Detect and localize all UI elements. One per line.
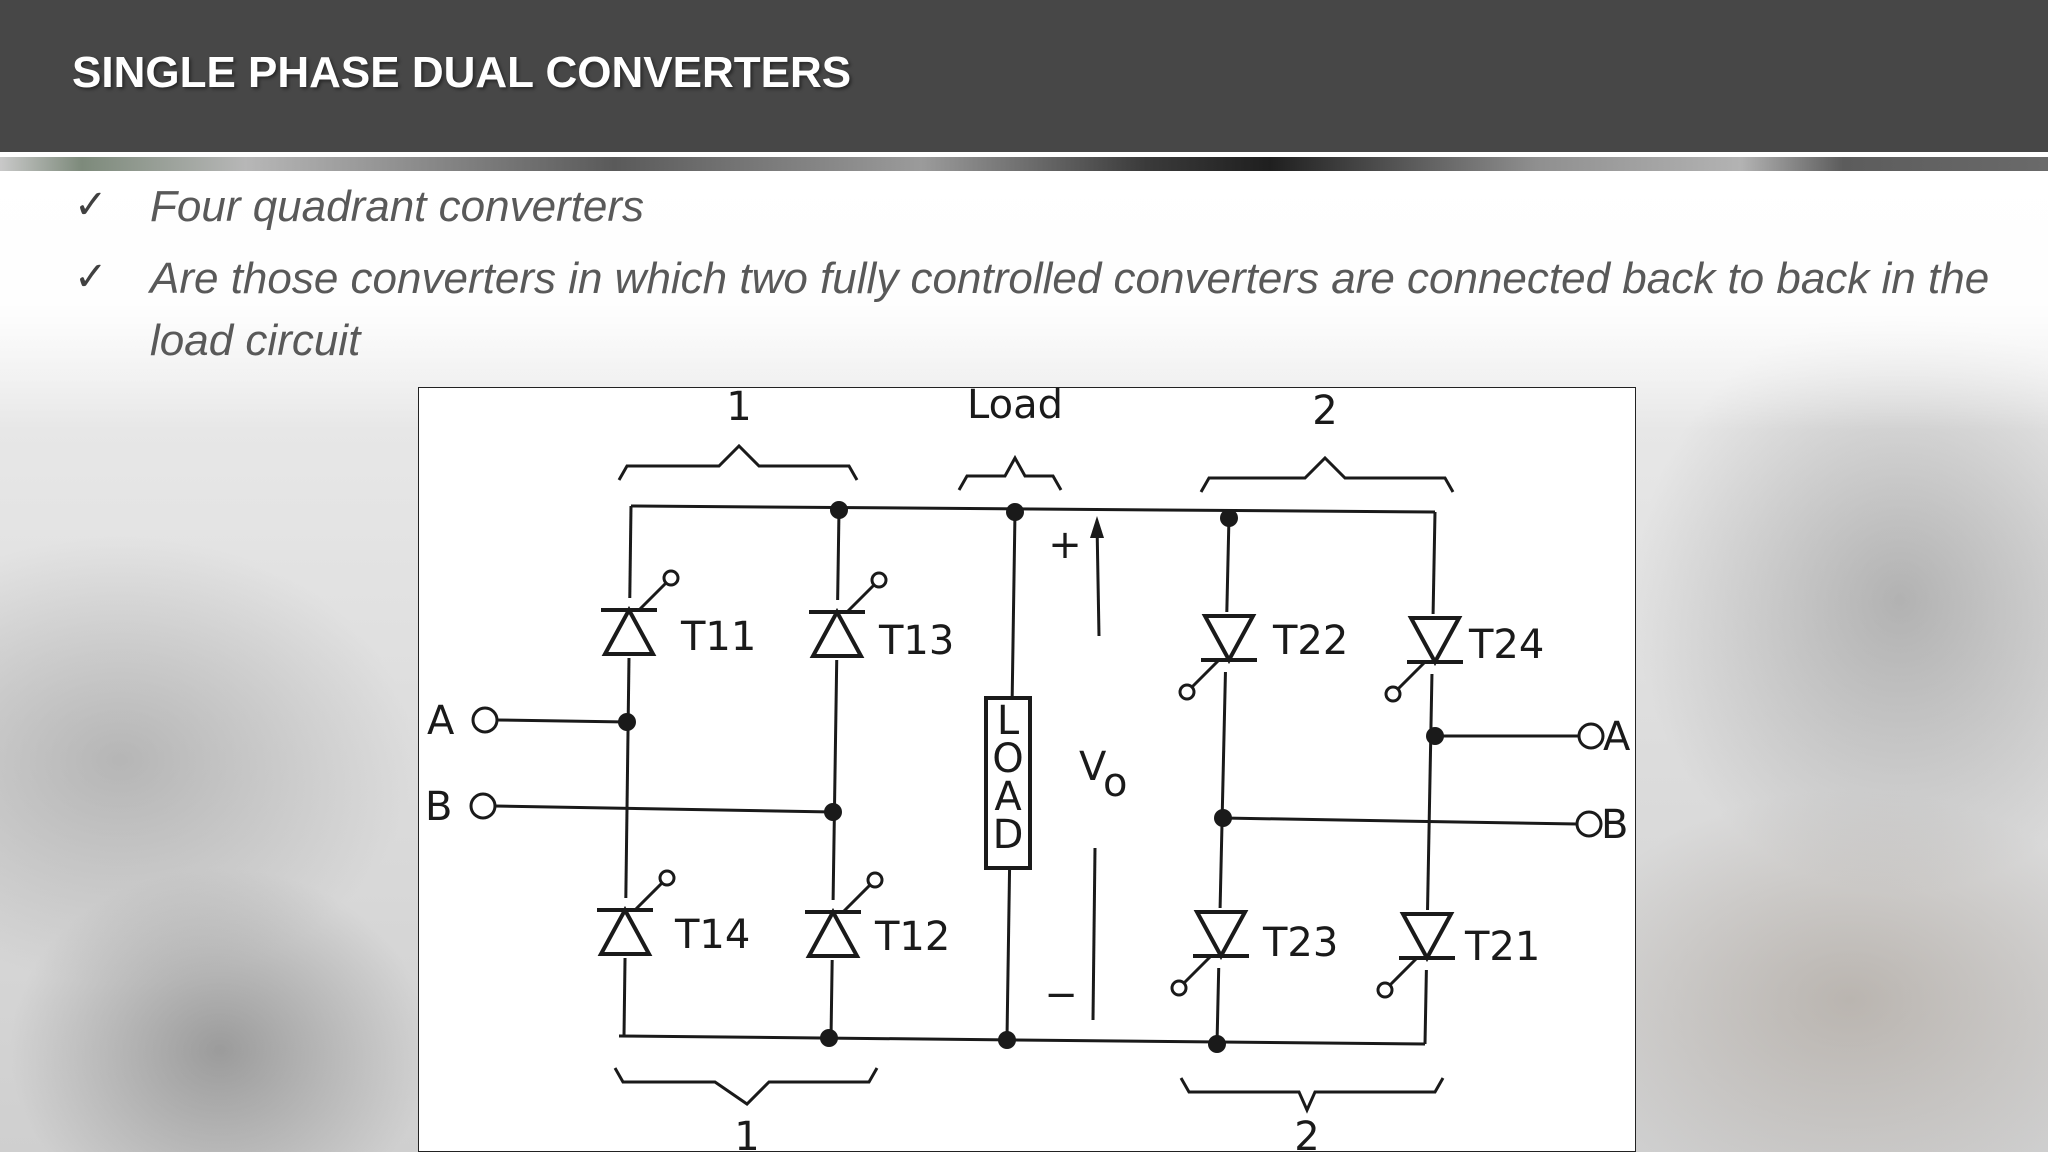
dual-converter-circuit-diagram: 1 Load 2 1 2 L O A D + − V o — [418, 387, 1636, 1152]
vo-subscript: o — [1103, 760, 1127, 806]
terminal-a-right — [1577, 722, 1605, 750]
brace-converter2-bottom — [1179, 1077, 1445, 1114]
vo-symbol: V — [1079, 744, 1107, 790]
junction-dot — [824, 803, 842, 821]
thyristor-t11 — [599, 569, 680, 658]
vo-arrow-head — [1090, 516, 1104, 538]
checkmark-icon: ✓ — [74, 182, 108, 228]
junction-dot — [618, 713, 636, 731]
junction-dot — [1426, 727, 1444, 745]
bullet-text: Four quadrant converters — [150, 182, 645, 231]
load-letter: A — [994, 774, 1022, 820]
junction-dot — [830, 501, 848, 519]
wire-a-left — [496, 718, 628, 724]
title-bar: SINGLE PHASE DUAL CONVERTERS — [0, 0, 2048, 152]
header-image-strip — [0, 157, 2048, 171]
thyristor-t22 — [1178, 612, 1259, 701]
junction-dot — [1220, 509, 1238, 527]
slide-title: SINGLE PHASE DUAL CONVERTERS — [72, 48, 852, 97]
bullet-text: Are those converters in which two fully … — [150, 254, 1990, 365]
checkmark-icon: ✓ — [74, 254, 108, 300]
brace-converter1-bottom — [613, 1067, 879, 1106]
thyristor-label-t12: T12 — [874, 914, 950, 960]
vo-arrow-line-bottom — [1091, 847, 1097, 1021]
bullet-item: ✓ Four quadrant converters — [72, 176, 2002, 238]
junction-dot — [998, 1031, 1016, 1049]
junction-dot — [820, 1029, 838, 1047]
negative-rail — [618, 1034, 1426, 1046]
thyristor-label-t21: T21 — [1464, 924, 1540, 970]
vo-minus-sign: − — [1044, 972, 1078, 1018]
terminal-label-b-right: B — [1601, 802, 1628, 848]
bullet-item: ✓ Are those converters in which two full… — [72, 248, 2002, 372]
thyristor-t23 — [1170, 908, 1251, 997]
terminal-a-left — [471, 706, 499, 734]
thyristor-label-t13: T13 — [878, 618, 954, 664]
positive-rail — [630, 504, 1436, 514]
vo-arrow-line-top — [1095, 522, 1101, 637]
thyristor-label-t23: T23 — [1262, 920, 1338, 966]
brace-converter2-top — [1199, 455, 1455, 493]
vo-plus-sign: + — [1048, 522, 1082, 568]
terminal-label-b-left: B — [425, 784, 452, 830]
thyristor-label-t14: T14 — [674, 912, 750, 958]
thyristor-t21 — [1376, 910, 1457, 999]
thyristor-label-t22: T22 — [1272, 618, 1348, 664]
terminal-label-a-right: A — [1603, 714, 1631, 760]
terminal-label-a-left: A — [427, 698, 455, 744]
load-letter: O — [992, 736, 1023, 782]
junction-dot — [1214, 809, 1232, 827]
bullet-list: ✓ Four quadrant converters ✓ Are those c… — [72, 176, 2002, 372]
junction-dot — [1006, 503, 1024, 521]
title-divider — [0, 152, 2048, 157]
load-resistor — [984, 696, 1032, 870]
circuit-svg: 1 Load 2 1 2 L O A D + − V o — [425, 388, 1631, 1152]
load-letter: D — [993, 812, 1024, 858]
wire-b-right — [1222, 816, 1578, 826]
terminal-b-left — [469, 792, 497, 820]
thyristor-t13 — [807, 571, 888, 660]
group-label-load: Load — [967, 388, 1063, 428]
content-backdrop — [0, 170, 2048, 430]
thyristor-t24 — [1384, 614, 1465, 703]
thyristor-t14 — [595, 869, 676, 958]
group-label-converter2-bottom: 2 — [1294, 1114, 1319, 1152]
load-letter: L — [997, 698, 1020, 744]
group-label-converter2-top: 2 — [1312, 388, 1337, 434]
group-label-converter1-top: 1 — [726, 388, 751, 430]
thyristor-label-t24: T24 — [1468, 622, 1544, 668]
terminal-b-right — [1575, 810, 1603, 838]
wire-b-left — [494, 804, 834, 814]
thyristor-t12 — [803, 871, 884, 960]
brace-load — [957, 454, 1063, 491]
group-label-converter1-bottom: 1 — [734, 1114, 759, 1152]
junction-dot — [1208, 1035, 1226, 1053]
brace-converter1-top — [617, 443, 859, 481]
thyristor-label-t11: T11 — [680, 614, 756, 660]
